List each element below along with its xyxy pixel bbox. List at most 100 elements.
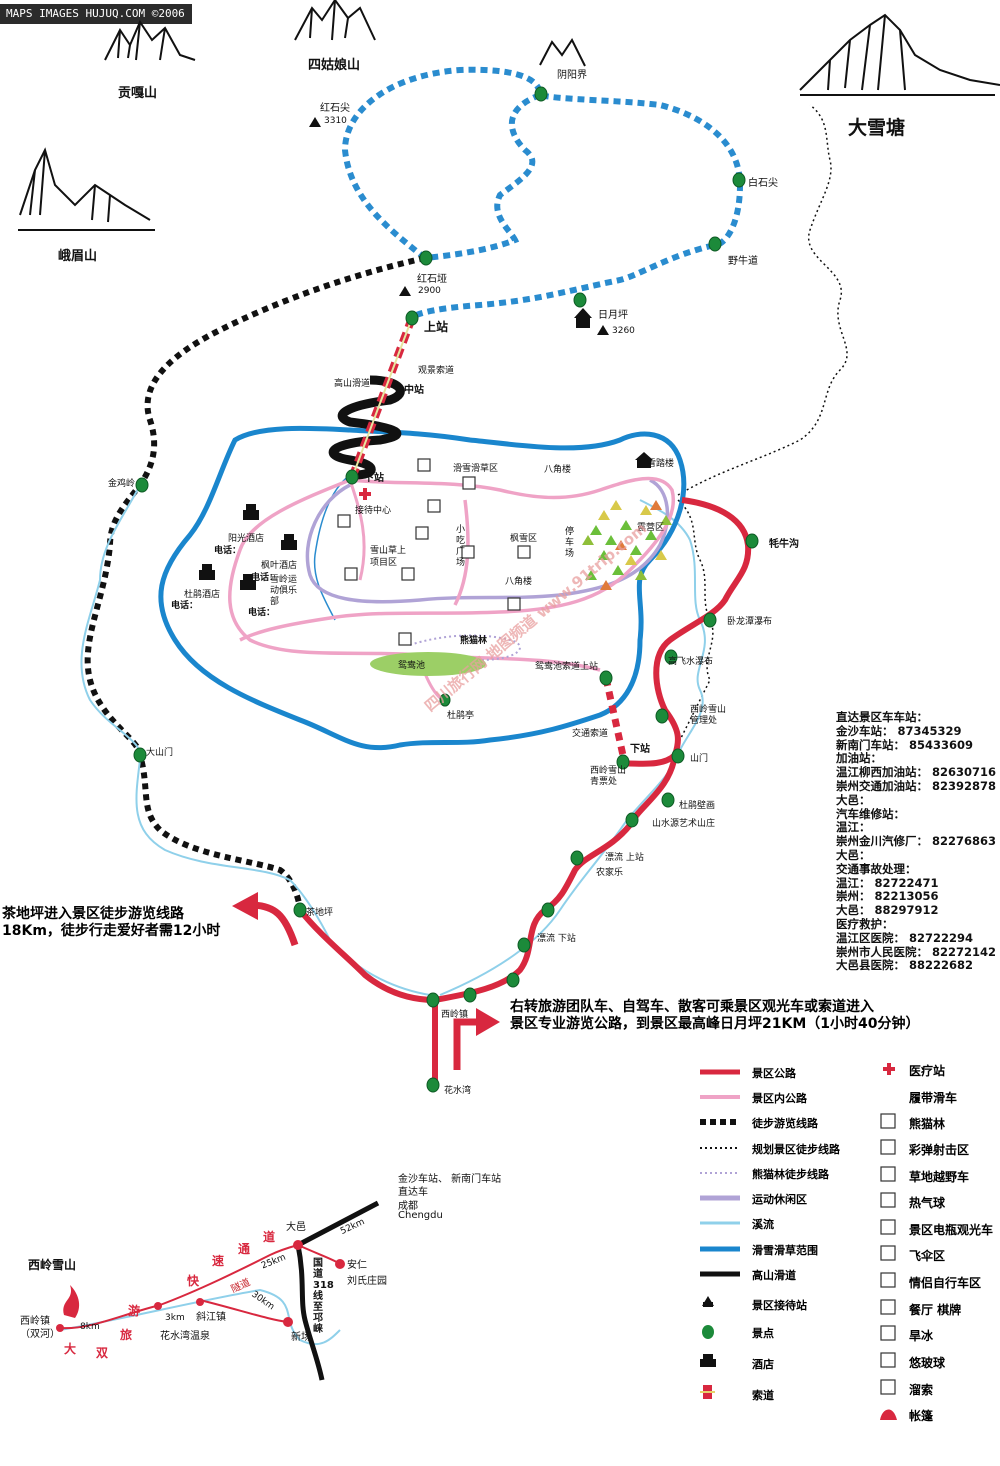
inset-route-dayi-chengdu [296, 1200, 380, 1248]
highway-to-chadiping [297, 908, 436, 1003]
peak-hongshijian-label: 红石尖 [320, 103, 350, 114]
legend-label: 景区公路 [752, 1067, 796, 1080]
legend-label: 帐篷 [909, 1409, 934, 1423]
place-dujuan: 杜鹃酒店 [184, 590, 221, 600]
legend-label: 草地越野车 [909, 1170, 970, 1184]
cableway-main-core [351, 317, 413, 479]
place-xuelingyundong: 雪岭运动俱乐部 [270, 575, 298, 607]
place-dashanmen: 大山门 [146, 748, 174, 758]
info-line: 汽车维修站： [836, 806, 905, 821]
inset-shuanghe: （双河） [20, 1329, 60, 1340]
inset-route-char: 速 [212, 1254, 225, 1268]
mountain-emei-icon [18, 147, 155, 231]
mountain-emei-label: 峨眉山 [58, 249, 98, 264]
legend-label: 悠玻球 [909, 1356, 946, 1370]
place-jiedai: 接待中心 [355, 506, 392, 516]
place-fengxue: 枫雪区 [510, 534, 538, 544]
place-tingche: 停车场 [565, 527, 575, 559]
place-wolongtan: 卧龙潭瀑布 [727, 617, 773, 627]
peak-riyueping-elev: 3260 [612, 326, 635, 336]
peak-hongshiya-icon [399, 286, 411, 296]
legend-label: 飞伞区 [909, 1249, 946, 1263]
stream-right [439, 499, 706, 996]
legend-label: 热气球 [909, 1196, 946, 1210]
place-zhongzhan: 中站 [404, 385, 424, 396]
inset-top-label-2: 直达车 [398, 1187, 428, 1198]
info-line: 崇州金川汽修厂： 82276863 [836, 834, 997, 849]
inset-anren: 安仁 [347, 1260, 367, 1271]
place-xiaochi: 小吃广场 [456, 525, 466, 568]
info-line: 新南门车站： 85433609 [836, 737, 974, 752]
inset-liushi: 刘氏庄园 [347, 1276, 387, 1287]
legend-label: 酒店 [752, 1358, 774, 1371]
place-yuanyangsuodao: 鸳鸯池索道上站 [535, 662, 599, 672]
place-huashuiwan: 花水湾 [444, 1086, 472, 1096]
inset-flame-icon [63, 1285, 80, 1318]
note-left-line2: 18Km，徒步行走爱好者需12小时 [2, 923, 221, 939]
inset-route-318 [295, 1244, 325, 1381]
legend-label: 规划景区徒步线路 [752, 1143, 840, 1156]
place-bajiaolou2: 八角楼 [505, 577, 533, 587]
mountain-siguniang-icon [294, 0, 376, 41]
cableway-jiaotong [602, 677, 628, 761]
note-left-line1: 茶地坪进入景区徒步游览线路 [2, 906, 184, 922]
place-xiling-qing: 西岭雪山青票处 [590, 766, 627, 787]
info-line: 温江： 82722471 [836, 875, 939, 890]
inset-route-char: 大 [64, 1342, 77, 1356]
hotel-icons [199, 308, 653, 590]
stream-left [80, 484, 431, 996]
place-yeniudao: 野牛道 [728, 256, 758, 267]
scenic-dots [133, 86, 759, 1093]
inset-route-char: 通 [238, 1242, 251, 1256]
place-baishijian: 白石尖 [748, 178, 778, 189]
mountain-siguniang-label: 四姑娘山 [308, 58, 361, 73]
place-jinjiling: 金鸡岭 [108, 479, 136, 489]
peak-hongshijian-elev: 3310 [324, 116, 347, 126]
leisure-area [305, 478, 670, 604]
place-luying: 露营区 [637, 523, 665, 533]
place-yuanyangchi: 鸳鸯池 [398, 661, 426, 671]
peak-riyueping-icon [597, 325, 609, 335]
note-right-line1: 右转旅游团队车、自驾车、散客可乘景区观光车或索道进入 [510, 999, 874, 1015]
place-bajiaolou: 八角楼 [544, 465, 572, 475]
hiking-trail [84, 255, 426, 911]
yuanyang-pond [370, 652, 486, 676]
inset-top-label-1: 金沙车站、 新南门车站 [398, 1174, 502, 1185]
legend-label: 熊猫林徒步线路 [752, 1168, 829, 1181]
place-xueshancao: 雪山草上项目区 [370, 546, 407, 568]
place-xiazhan: 下站 [364, 473, 384, 484]
note-right-line2: 景区专业游览公路，到景区最高峰日月坪21KM（1小时40分钟） [510, 1016, 920, 1032]
legend-label: 履带滑车 [909, 1091, 958, 1105]
legend-label: 景区内公路 [752, 1092, 807, 1105]
place-shanmen: 山门 [690, 754, 709, 764]
place-dujuan-bihua: 杜鹃壁画 [679, 801, 716, 811]
place-shanshui: 山水源艺术山庄 [652, 819, 716, 829]
planned-trail [677, 104, 848, 496]
inset-xiling-big: 西岭雪山 [28, 1258, 77, 1272]
facility-icons [337, 458, 531, 646]
place-xiling-town: 西岭镇 [441, 1010, 469, 1020]
mountain-gongga-label: 贡嘎山 [118, 86, 158, 101]
place-duijuanting: 杜鹃亭 [447, 711, 475, 721]
mountain-daxuetang-label: 大雪塘 [848, 117, 906, 139]
legend-tent-icon [880, 1409, 897, 1420]
right-arrowhead-icon [476, 1008, 500, 1036]
mountain-small-icon [539, 38, 586, 67]
upper-trail-loop [341, 66, 744, 321]
legend-medical-icon [883, 1063, 895, 1075]
legend-label: 景区接待站 [752, 1299, 807, 1312]
place-huaxue: 滑雪滑草区 [453, 464, 499, 474]
legend-samples [700, 1069, 740, 1399]
inset-huashuiwan: 花水湾温泉 [160, 1331, 210, 1342]
inset-xiangjiang: 斜江镇 [196, 1312, 226, 1323]
peak-hongshiya-label: 红石垭 [417, 274, 447, 285]
info-line: 崇州： 82213056 [836, 889, 939, 904]
place-jiaotong: 交通索道 [572, 729, 609, 739]
inset-chengdu-en: Chengdu [398, 1210, 443, 1221]
legend-label: 彩弹射击区 [909, 1143, 970, 1157]
info-line: 温江区医院： 82722294 [836, 930, 974, 945]
inset-dayi: 大邑 [286, 1222, 306, 1233]
place-yangguang: 阳光酒店 [228, 534, 265, 544]
legend-label: 索道 [752, 1389, 774, 1402]
legend-label: 餐厅 棋牌 [909, 1303, 962, 1317]
